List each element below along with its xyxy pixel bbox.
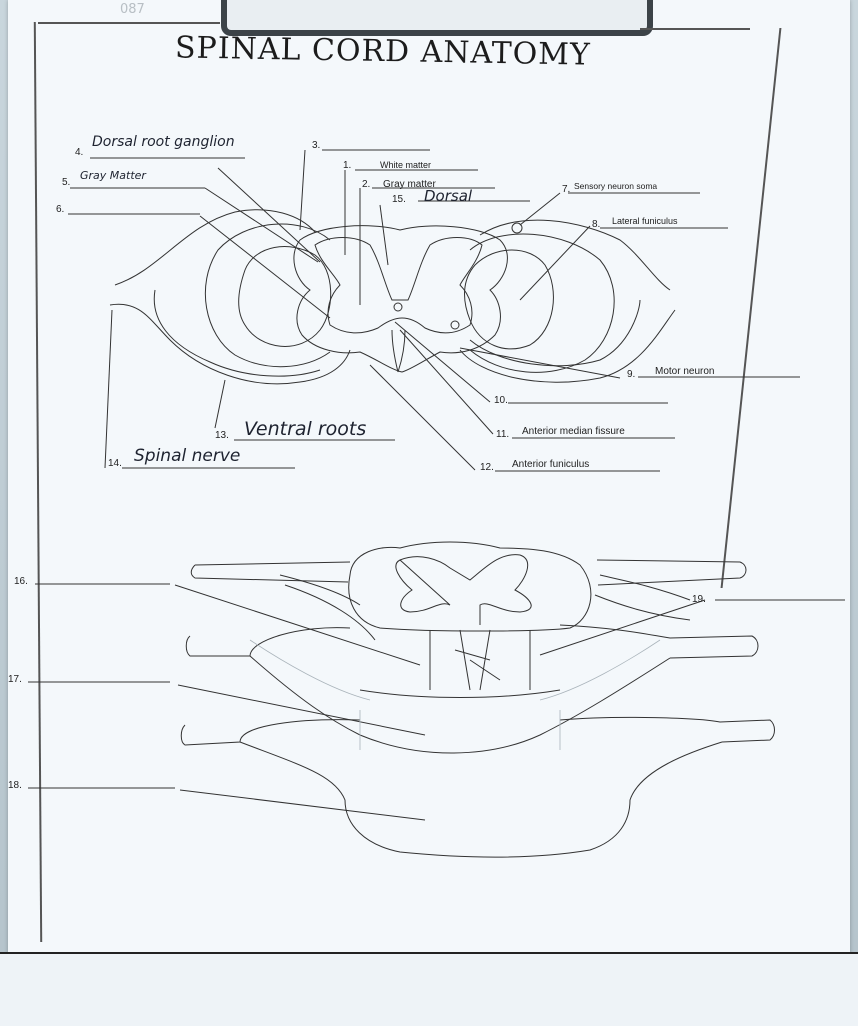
- vertebra-top-left: [194, 561, 351, 566]
- right-ganglion-outer: [469, 233, 615, 373]
- central-canal: [393, 302, 403, 312]
- label-white-matter: White matter: [380, 160, 432, 170]
- leader-13: [214, 379, 226, 429]
- vertebra-lower-right: [559, 716, 775, 743]
- label-number-12: 12.: [480, 462, 494, 473]
- anterior-median-fissure: [391, 329, 406, 373]
- leader-10: [394, 321, 491, 403]
- left-nerve-outline-lower: [109, 303, 351, 385]
- leader-4: [217, 167, 321, 263]
- label-number-1: 1.: [343, 160, 352, 171]
- underlying-page-edge: [0, 952, 858, 1026]
- leader-6: [199, 215, 331, 319]
- vertebral-body: [249, 655, 671, 754]
- leader-7: [519, 192, 561, 226]
- label-number-16: 16.: [14, 576, 28, 587]
- nerve-root-right-2: [594, 594, 691, 621]
- answer-dorsal-root-ganglion: Dorsal root ganglion: [92, 134, 235, 150]
- right-nerve-mid: [469, 299, 641, 367]
- canal-bottom: [359, 689, 561, 698]
- label-number-4: 4.: [75, 147, 84, 158]
- nerve-root-right-1: [599, 574, 691, 601]
- label-number-9: 9.: [627, 369, 636, 380]
- left-nerve-outline: [114, 209, 316, 286]
- gray-matter-outline: [314, 237, 483, 334]
- nerve-root-left-2: [284, 584, 376, 641]
- label-lateral-funiculus: Lateral funiculus: [612, 216, 678, 226]
- clipboard-clip: [221, 0, 653, 36]
- leader-16: [174, 584, 421, 666]
- label-number-15: 15.: [392, 194, 406, 205]
- cord-bottom-gray: [395, 554, 532, 625]
- label-anterior-funiculus: Anterior funiculus: [512, 459, 590, 470]
- leader-11: [399, 329, 494, 435]
- label-number-17: 17.: [8, 674, 22, 685]
- vertebra-bottom-body: [239, 741, 723, 858]
- frame-top-line: [38, 22, 220, 24]
- left-nerve-mid: [153, 289, 321, 377]
- leader-8: [519, 225, 591, 301]
- label-number-10: 10.: [494, 395, 508, 406]
- answer-spinal-nerve: Spinal nerve: [134, 446, 241, 466]
- leader-14: [104, 309, 113, 469]
- cord-bottom-outline: [348, 541, 592, 632]
- vertebra-top-right-process: [596, 559, 747, 586]
- worksheet-page: [8, 0, 850, 1024]
- label-number-18: 18.: [8, 780, 22, 791]
- leader-3: [299, 149, 306, 231]
- vertebra-lower: [180, 719, 361, 746]
- label-sensory-neuron-soma: Sensory neuron soma: [574, 181, 658, 191]
- answer-dorsal: Dorsal: [424, 187, 473, 205]
- leader-15: [379, 204, 389, 266]
- leader-17: [177, 684, 426, 736]
- vessel-1: [454, 629, 501, 691]
- left-ganglion: [238, 246, 332, 347]
- label-number-8: 8.: [592, 219, 601, 230]
- label-gray-matter: Gray matter: [383, 179, 436, 190]
- leader-12: [369, 364, 476, 471]
- label-number-14: 14.: [108, 458, 122, 469]
- vertebra-top-left-process: [190, 564, 349, 583]
- right-nerve-outline: [479, 219, 671, 291]
- sensory-neuron-soma: [511, 222, 523, 234]
- answer-gray-matter: Gray Matter: [80, 169, 146, 182]
- label-number-11: 11.: [496, 429, 510, 440]
- leader-5: [204, 187, 319, 263]
- frame-top-line-right: [640, 28, 750, 30]
- leader-9: [459, 347, 621, 379]
- label-number-5: 5.: [62, 177, 71, 188]
- right-ganglion: [464, 249, 554, 350]
- leader-19: [539, 599, 706, 656]
- label-number-7: 7.: [562, 184, 571, 195]
- right-nerve-outline-lower: [459, 309, 676, 383]
- motor-neuron-dot: [450, 320, 460, 330]
- label-number-2: 2.: [362, 179, 371, 190]
- label-number-6: 6.: [56, 204, 65, 215]
- label-number-19: 19.: [692, 594, 706, 605]
- cord-outline: [293, 225, 508, 373]
- faint-vertebra-shading: [249, 639, 661, 750]
- vertebra-middle-right: [559, 624, 759, 659]
- label-anterior-median-fissure: Anterior median fissure: [522, 426, 625, 437]
- page-number: 087: [120, 2, 145, 17]
- label-number-13: 13.: [215, 430, 229, 441]
- nerve-root-left-1: [279, 574, 361, 606]
- left-ganglion-outer: [204, 223, 331, 368]
- label-number-3: 3.: [312, 140, 321, 151]
- label-motor-neuron: Motor neuron: [655, 366, 715, 377]
- answer-ventral-roots: Ventral roots: [244, 418, 367, 440]
- leader-18: [179, 789, 426, 821]
